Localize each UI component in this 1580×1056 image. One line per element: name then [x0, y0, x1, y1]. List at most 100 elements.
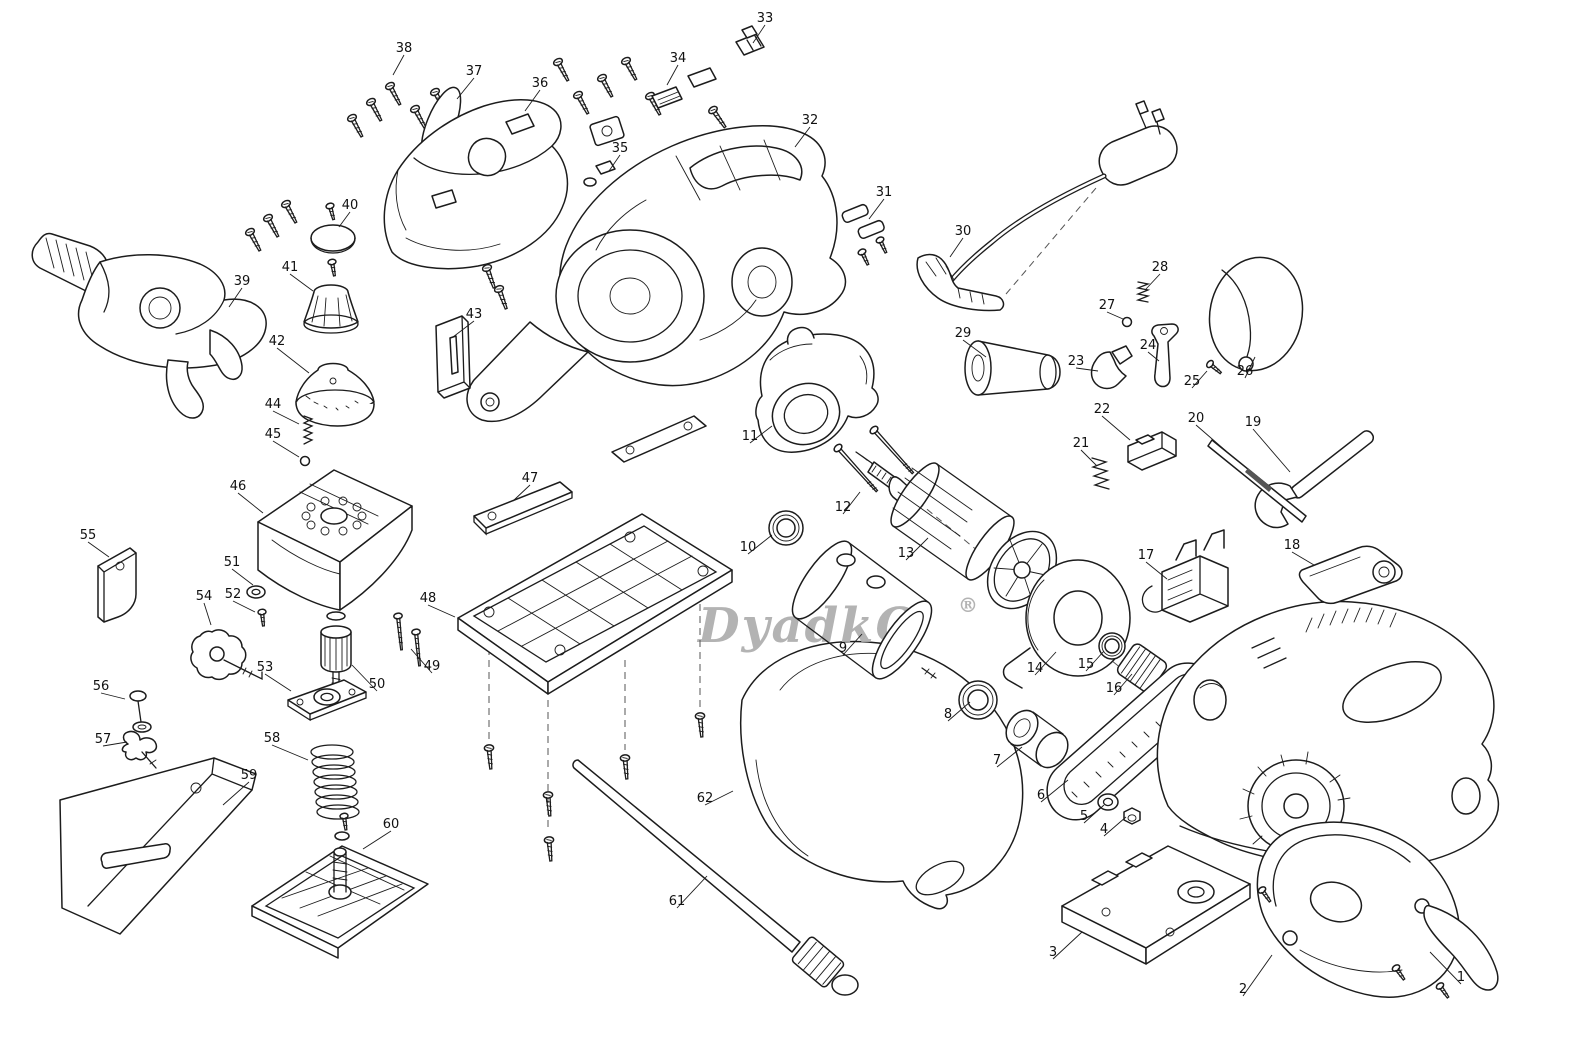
part-number-label: 28 — [1152, 260, 1169, 275]
part-7-belt-pulley — [1005, 709, 1069, 769]
leader-line — [747, 534, 773, 555]
part-number-label: 44 — [265, 397, 282, 412]
part-number-label: 3 — [1049, 945, 1057, 960]
part-number-label: 43 — [466, 307, 483, 322]
part-number-label: 53 — [257, 660, 274, 675]
part-number-label: 40 — [342, 198, 359, 213]
leader-line — [1106, 311, 1124, 320]
part-31-terminals — [841, 203, 891, 268]
leader-line — [100, 692, 126, 700]
leader-line — [1113, 673, 1133, 696]
part-number-label: 35 — [612, 141, 629, 156]
part-61-guide-rod — [572, 759, 859, 996]
leader-line — [1085, 650, 1105, 672]
leader-line — [392, 54, 405, 76]
leader-line — [752, 24, 766, 44]
leader-line — [1244, 356, 1256, 379]
leader-line — [1429, 951, 1462, 985]
part-number-label: 58 — [264, 731, 281, 746]
leader-line — [666, 64, 679, 86]
part-number-label: 51 — [224, 555, 241, 570]
leader-line — [1101, 415, 1131, 441]
part-number-label: 48 — [420, 591, 437, 606]
part-number-label: 10 — [740, 540, 757, 555]
leader-line — [271, 744, 309, 761]
leader-line — [1242, 954, 1273, 997]
part-number-label: 39 — [234, 274, 251, 289]
part-32-main-housing — [466, 125, 847, 423]
leader-line — [1034, 651, 1057, 676]
leader-line — [289, 273, 314, 292]
part-number-label: 50 — [369, 677, 386, 692]
part-28-spring-small — [1135, 281, 1151, 303]
part-number-label: 17 — [1138, 548, 1155, 563]
blade-plate — [611, 415, 707, 463]
leader-line — [272, 410, 300, 425]
part-number-label: 1 — [1457, 970, 1465, 985]
part-number-label: 37 — [466, 64, 483, 79]
part-55-angle-bracket — [97, 547, 137, 623]
part-number-label: 41 — [282, 260, 299, 275]
part-number-label: 18 — [1284, 538, 1301, 553]
part-46-front-shoe — [257, 469, 413, 611]
part-56-screw-washer — [129, 690, 152, 733]
part-10-bearing — [768, 510, 804, 546]
part-54-star-knob — [190, 629, 263, 681]
part-51-washer — [246, 585, 266, 599]
leader-line — [231, 568, 254, 586]
leader-line — [87, 541, 110, 558]
leader-line — [842, 491, 861, 515]
part-number-label: 25 — [1184, 374, 1201, 389]
part-36-side-cover — [383, 99, 569, 270]
part-13-armature — [855, 451, 1063, 610]
part-2-belt-cover — [1256, 821, 1460, 1001]
leader-line — [351, 664, 378, 692]
part-15-bearing — [1098, 632, 1126, 660]
leader-line — [996, 746, 1023, 768]
leader-line — [237, 492, 264, 514]
leader-line — [794, 126, 811, 148]
part-1-cover-strip — [1423, 904, 1499, 991]
leader-line — [1291, 551, 1315, 566]
part-17-switch — [1141, 529, 1229, 623]
leader-line — [842, 633, 863, 656]
part-25-screw — [1204, 358, 1225, 377]
leader-line — [1103, 816, 1127, 837]
part-number-label: 9 — [839, 641, 847, 656]
leader-line — [676, 875, 708, 909]
part-44-spring — [302, 415, 314, 445]
leader-line — [1147, 351, 1160, 362]
part-number-label: 21 — [1073, 436, 1090, 451]
part-number-label: 62 — [697, 791, 714, 806]
part-number-label: 19 — [1245, 415, 1262, 430]
leader-line — [1075, 367, 1099, 372]
part-number-label: 33 — [757, 11, 774, 26]
watermark-reg-icon: ® — [958, 593, 980, 617]
part-19-wrench — [1254, 430, 1375, 529]
part-number-label: 15 — [1078, 657, 1095, 672]
part-33-connector — [735, 25, 765, 56]
part-number-label: 42 — [269, 334, 286, 349]
part-53-plate-small — [287, 679, 367, 722]
leader-line — [276, 347, 310, 374]
leader-line — [228, 287, 243, 308]
leader-line — [222, 781, 250, 806]
part-number-label: 26 — [1237, 364, 1254, 379]
leader-line — [264, 673, 292, 692]
part-number-label: 6 — [1037, 788, 1045, 803]
part-8-bearing — [958, 680, 998, 720]
leader-line — [1145, 273, 1161, 290]
part-number-label: 55 — [80, 528, 97, 543]
leader-line — [1252, 428, 1291, 473]
part-58-spring-coil — [310, 744, 360, 820]
part-number-label: 32 — [802, 113, 819, 128]
leader-line — [1052, 931, 1083, 960]
leader-line — [1083, 804, 1105, 824]
part-20-gauge-rod — [1207, 439, 1307, 523]
leader-line — [1080, 449, 1098, 467]
leader-line — [456, 77, 475, 100]
leader-line — [102, 741, 128, 747]
part-number-label: 45 — [265, 427, 282, 442]
leader-line — [203, 602, 212, 626]
